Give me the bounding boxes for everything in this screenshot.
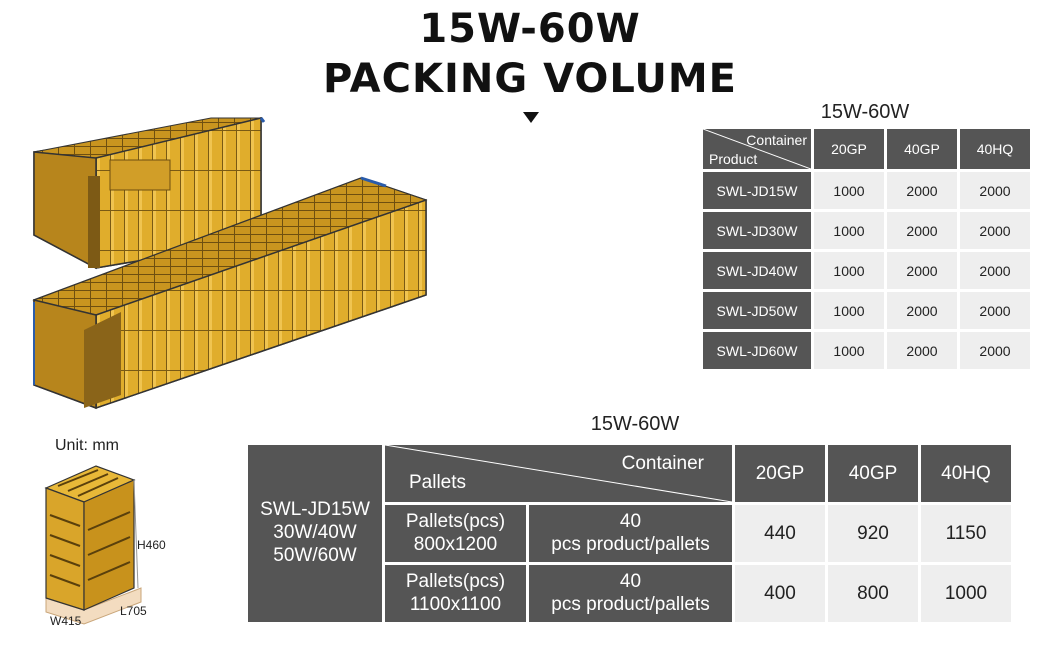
table2-caption: 15W-60W [590, 413, 680, 435]
table-cell: 2000 [887, 332, 957, 369]
table1-col-header: 40GP [887, 129, 957, 169]
table-cell: 920 [828, 505, 918, 562]
table-cell: 1000 [814, 212, 884, 249]
pallet-size: 800x1200 [413, 533, 498, 555]
table1-corner-container: Container [746, 132, 807, 148]
model-cell: SWL-JD15W 30W/40W 50W/60W [248, 445, 382, 622]
table-cell: 2000 [887, 172, 957, 209]
table-cell: 2000 [960, 212, 1030, 249]
table-cell: 2000 [887, 212, 957, 249]
table2-corner-pallets: Pallets [409, 472, 467, 493]
table-cell: 1000 [814, 252, 884, 289]
table1-corner-product: Product [709, 151, 758, 167]
table-cell: 2000 [960, 332, 1030, 369]
per-pallet-count: 40 [619, 510, 642, 532]
table-cell: 2000 [960, 172, 1030, 209]
table-cell: 2000 [887, 252, 957, 289]
table-pallet-capacity: SWL-JD15W 30W/40W 50W/60W Container Pall… [245, 442, 1014, 625]
unit-label: Unit: mm [55, 437, 119, 454]
table1-corner-cell: Container Product [703, 129, 811, 169]
pallet-size: 1100x1100 [409, 593, 502, 615]
pallet-illustration [44, 465, 142, 625]
table-cell: 2000 [960, 252, 1030, 289]
length-label: L705 [120, 604, 147, 618]
table-cell: 2000 [887, 292, 957, 329]
table-cell: 1000 [814, 332, 884, 369]
table-cell: 1000 [814, 292, 884, 329]
table-row: SWL-JD60W 1000 2000 2000 [703, 332, 1030, 369]
table-row: SWL-JD50W 1000 2000 2000 [703, 292, 1030, 329]
table2-corner-cell: Container Pallets [385, 445, 732, 502]
pallet-label: Pallets(pcs) [405, 570, 506, 592]
product-name: SWL-JD50W [703, 292, 811, 329]
table-cell: 400 [735, 565, 825, 622]
pallet-size-cell: Pallets(pcs) 1100x1100 [385, 565, 526, 622]
pallet-label: Pallets(pcs) [405, 510, 506, 532]
model-line: SWL-JD15W [260, 499, 370, 521]
table2-col-header: 40GP [828, 445, 918, 502]
model-line: 30W/40W [273, 522, 357, 544]
table2-corner-container: Container [621, 453, 704, 474]
table-row: SWL-JD40W 1000 2000 2000 [703, 252, 1030, 289]
table1-col-header: 40HQ [960, 129, 1030, 169]
product-name: SWL-JD15W [703, 172, 811, 209]
table-cell: 1150 [921, 505, 1011, 562]
table-cell: 2000 [960, 292, 1030, 329]
per-pallet-cell: 40 pcs product/pallets [529, 505, 732, 562]
title-line-1: 15W-60W [419, 6, 641, 52]
per-pallet-unit: pcs product/pallets [551, 533, 710, 555]
table-cell: 440 [735, 505, 825, 562]
table1-caption: 15W-60W [820, 101, 910, 123]
pallet-size-cell: Pallets(pcs) 800x1200 [385, 505, 526, 562]
table2-col-header: 40HQ [921, 445, 1011, 502]
down-arrow-icon [523, 112, 539, 123]
table-row: Pallets(pcs) 1100x1100 40 pcs product/pa… [248, 565, 1011, 622]
table-cell: 1000 [921, 565, 1011, 622]
per-pallet-cell: 40 pcs product/pallets [529, 565, 732, 622]
table-cell: 800 [828, 565, 918, 622]
per-pallet-unit: pcs product/pallets [551, 593, 710, 615]
model-line: 50W/60W [273, 544, 357, 566]
product-name: SWL-JD30W [703, 212, 811, 249]
product-name: SWL-JD40W [703, 252, 811, 289]
width-label: W415 [50, 614, 82, 628]
table-row: SWL-JD15W 1000 2000 2000 [703, 172, 1030, 209]
table-row: Pallets(pcs) 800x1200 40 pcs product/pal… [248, 505, 1011, 562]
container-illustration [32, 117, 428, 410]
per-pallet-count: 40 [619, 570, 642, 592]
table2-col-header: 20GP [735, 445, 825, 502]
large-container [32, 176, 428, 410]
table1-col-header: 20GP [814, 129, 884, 169]
table-cell: 1000 [814, 172, 884, 209]
height-label: H460 [137, 538, 166, 552]
table-capacity-by-product: Container Product 20GP 40GP 40HQ SWL-JD1… [700, 126, 1033, 372]
table-row: SWL-JD30W 1000 2000 2000 [703, 212, 1030, 249]
product-name: SWL-JD60W [703, 332, 811, 369]
title-line-2: PACKING VOLUME [323, 56, 737, 102]
